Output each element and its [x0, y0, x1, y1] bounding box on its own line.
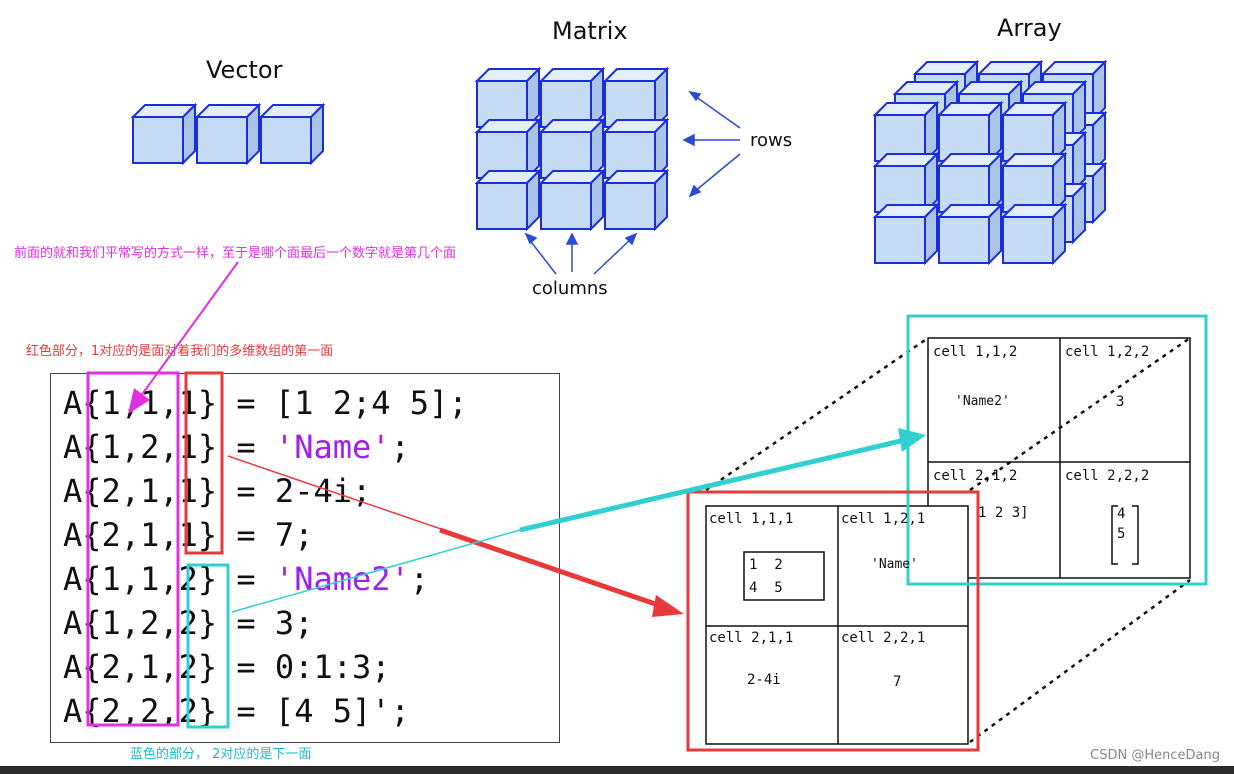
- cyan-arrow-thick: [519, 437, 906, 533]
- matrix-title: Matrix: [552, 17, 628, 45]
- cell-label-122: cell 1,2,2: [1065, 344, 1150, 360]
- rows-label: rows: [750, 130, 793, 151]
- cell-value-matrix-row2: 4 5: [749, 580, 783, 596]
- cell-label-212: cell 2,1,2: [933, 468, 1018, 484]
- cell-label-121: cell 1,2,1: [841, 511, 926, 527]
- cell-label-111: cell 1,1,1: [709, 511, 794, 527]
- columns-arrows: [524, 232, 638, 275]
- cell-label-222: cell 2,2,2: [1065, 468, 1150, 484]
- cell-array-diagram: [686, 314, 1208, 752]
- red-arrow-head: [652, 595, 684, 617]
- cell-value-col-bottom: 5: [1117, 526, 1126, 542]
- rows-arrows: [682, 90, 741, 198]
- array-title: Array: [997, 14, 1062, 42]
- code-line-2: A{1,2,1} = 'Name';: [63, 428, 410, 466]
- magenta-arrow-shaft: [137, 261, 239, 401]
- note-blue: 蓝色的部分， 2对应的是下一面: [130, 747, 312, 762]
- cell-value-name: 'Name': [871, 557, 918, 572]
- red-arrow-thick: [439, 527, 665, 610]
- cell-value-col-top: 4: [1117, 506, 1126, 522]
- index-highlight-cyan: [186, 563, 230, 729]
- bottom-bar: [0, 766, 1234, 774]
- cell-value-three: 3: [1116, 394, 1125, 410]
- cell-value-complex: 2-4i: [747, 672, 781, 688]
- columns-label: columns: [532, 278, 608, 299]
- cube-illustrations: [132, 61, 1106, 275]
- magenta-arrow-head: [128, 388, 150, 414]
- cell-value-seven: 7: [893, 674, 902, 690]
- csdn-watermark: CSDN @HenceDang: [1090, 748, 1220, 763]
- cell-value-range: 1 2 3]: [978, 505, 1029, 521]
- cell-label-112: cell 1,1,2: [933, 344, 1018, 360]
- cyan-arrow-thin: [231, 529, 521, 613]
- column-vector-brackets: [1111, 505, 1139, 565]
- index-highlight-magenta: [86, 371, 180, 727]
- note-red: 红色部分，1对应的是面对着我们的多维数组的第一面: [26, 344, 334, 359]
- index-highlight-red: [184, 371, 224, 555]
- back-page-highlight: [906, 314, 1208, 586]
- back-page-grid: [927, 337, 1191, 579]
- note-top: 前面的就和我们平常写的方式一样，至于是哪个面最后一个数字就是第几个面: [14, 246, 457, 261]
- matrix-box: [743, 551, 825, 601]
- cell-value-matrix-row1: 1 2: [749, 557, 783, 573]
- cyan-arrow-head: [898, 428, 926, 452]
- cell-label-211: cell 2,1,1: [709, 630, 794, 646]
- cell-label-221: cell 2,2,1: [841, 630, 926, 646]
- vector-title: Vector: [206, 56, 283, 84]
- front-page-highlight: [686, 490, 980, 752]
- cell-value-name2: 'Name2': [955, 394, 1010, 409]
- front-page-grid: [705, 505, 969, 745]
